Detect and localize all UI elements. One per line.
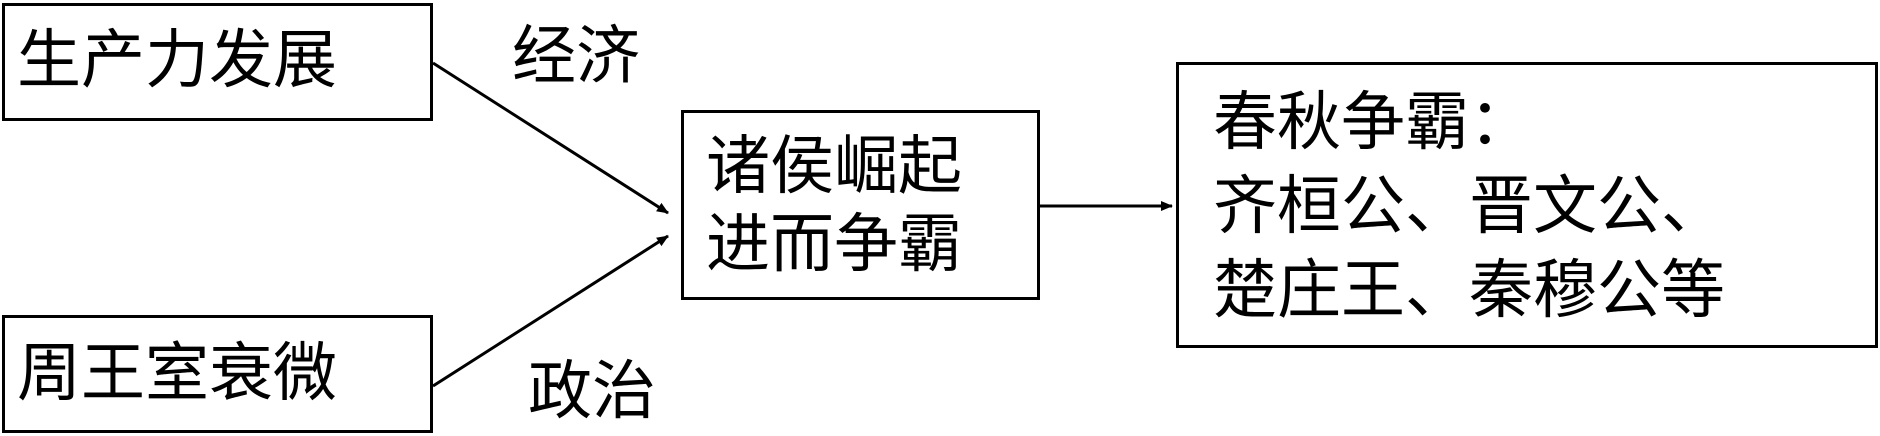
productivity-box: 生产力发展 [2,3,433,121]
productivity-label: 生产力发展 [17,24,337,98]
hegemony-title: 春秋争霸： [1213,86,1533,160]
zhou-decline-box: 周王室衰微 [2,315,433,433]
economy-arrow [432,61,669,215]
politics-arrow [432,234,669,388]
vassals-line-2: 进而争霸 [706,208,962,282]
hegemony-line-2: 齐桓公、晋文公、 [1213,170,1725,244]
vassals-box: 诸侯崛起 进而争霸 [681,110,1040,300]
economy-label: 经济 [512,20,640,94]
vassals-line-1: 诸侯崛起 [706,130,962,204]
zhou-decline-label: 周王室衰微 [17,337,337,411]
hegemony-line-3: 楚庄王、秦穆公等 [1213,254,1725,328]
politics-label: 政治 [528,355,656,429]
hegemony-box: 春秋争霸： 齐桓公、晋文公、 楚庄王、秦穆公等 [1176,62,1878,348]
